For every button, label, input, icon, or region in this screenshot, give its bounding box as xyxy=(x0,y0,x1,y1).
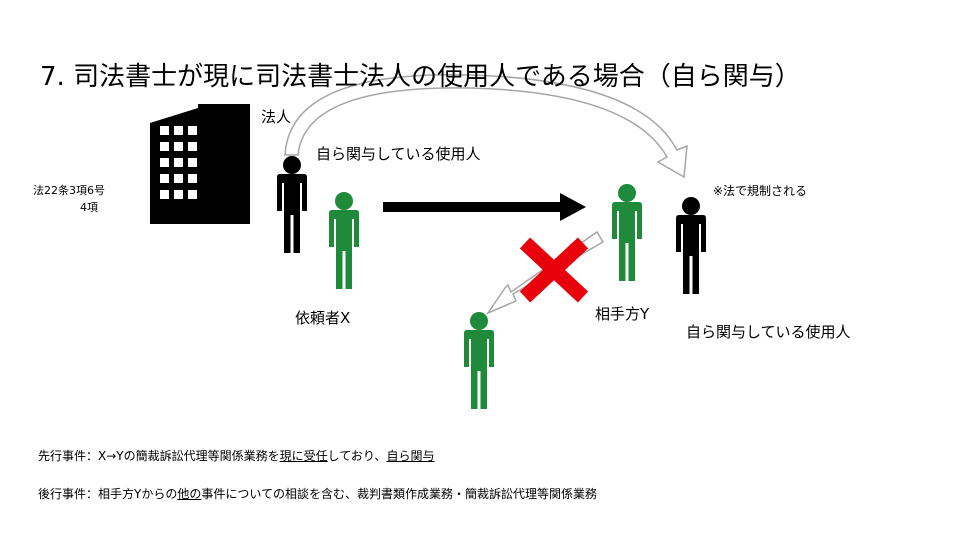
building-icon xyxy=(150,104,250,224)
right-arrow-icon xyxy=(383,193,586,221)
person-icon-left-employee xyxy=(277,156,307,253)
person-icon-client xyxy=(329,192,359,289)
cross-icon xyxy=(519,237,589,303)
prior-case-underline-2: 自ら関与 xyxy=(386,449,435,463)
involved-employee-label-left: 自ら関与している使用人 xyxy=(316,145,481,163)
regulation-note: ※法で規制される xyxy=(713,184,808,198)
law-reference-line2: 4項 xyxy=(80,201,98,214)
law-reference-line1: 法22条3項6号 xyxy=(33,184,105,197)
prior-case-mid: しており、 xyxy=(327,449,387,463)
prior-case-underline-1: 現に受任 xyxy=(279,449,328,463)
prior-case-prefix: 先行事件：X→Yの簡裁訴訟代理等関係業務を xyxy=(38,449,280,463)
client-label: 依頼者X xyxy=(295,309,351,327)
involved-employee-label-right: 自ら関与している使用人 xyxy=(686,323,851,341)
page-title: 7. 司法書士が現に司法書士法人の使用人である場合（自ら関与） xyxy=(40,62,801,92)
later-case-text: 後行事件：相手方Yからの他の事件についての相談を含む、裁判書類作成業務・簡裁訴訟… xyxy=(38,485,597,502)
person-icon-opponent xyxy=(612,184,642,281)
later-case-rest: 事件についての相談を含む、裁判書類作成業務・簡裁訴訟代理等関係業務 xyxy=(201,487,598,501)
person-icon-right-employee xyxy=(676,197,706,294)
prior-case-text: 先行事件：X→Yの簡裁訴訟代理等関係業務を現に受任しており、自ら関与 xyxy=(38,447,434,464)
corporation-label: 法人 xyxy=(261,108,292,126)
opponent-label: 相手方Y xyxy=(595,305,650,323)
transfer-arc-arrow-icon xyxy=(284,73,688,179)
later-case-underline: 他の xyxy=(177,487,202,501)
later-case-prefix: 後行事件：相手方Yからの xyxy=(38,487,178,501)
person-icon-lower xyxy=(464,312,494,409)
